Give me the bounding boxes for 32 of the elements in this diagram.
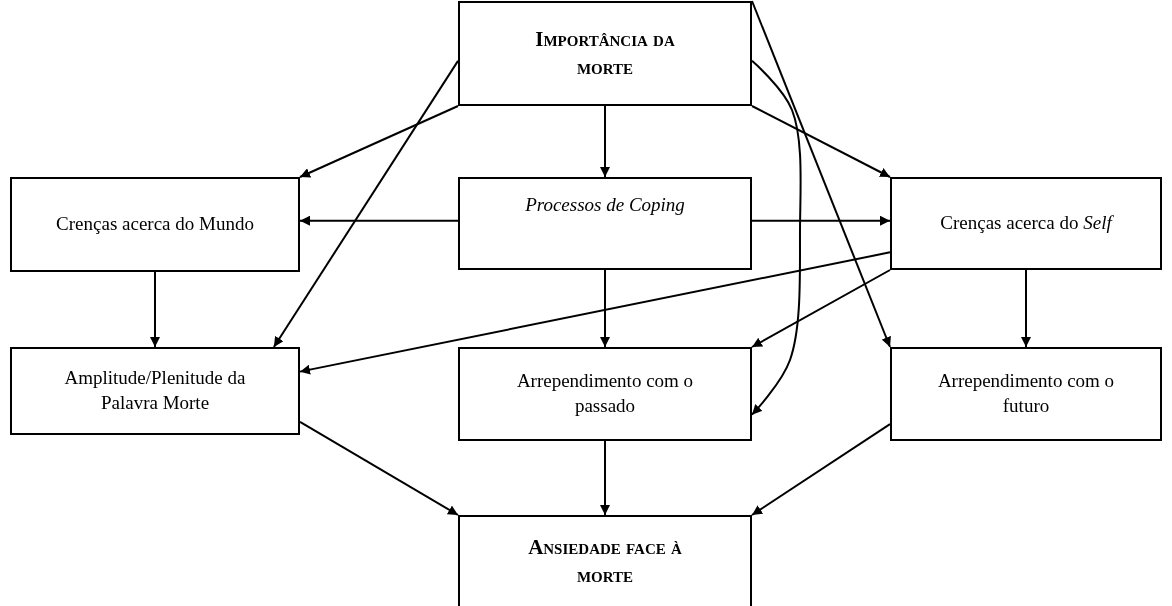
box-label: Crenças acerca do Self bbox=[940, 211, 1112, 236]
concept-box bbox=[458, 515, 752, 606]
arrow bbox=[299, 215, 459, 226]
concept-box bbox=[890, 347, 1162, 441]
concept-box bbox=[890, 177, 1162, 270]
concept-box bbox=[458, 347, 752, 441]
arrow bbox=[1021, 269, 1031, 348]
concept-box bbox=[10, 347, 300, 435]
arrow bbox=[299, 420, 459, 516]
arrow bbox=[299, 251, 891, 375]
arrow bbox=[751, 0, 891, 348]
arrow bbox=[299, 105, 459, 178]
concept-box bbox=[458, 1, 752, 106]
box-label: Arrependimento com o futuro bbox=[936, 369, 1116, 418]
box-label: Arrependimento com o passado bbox=[515, 369, 695, 418]
box-label: Processos de Coping bbox=[525, 193, 685, 217]
arrow bbox=[150, 271, 160, 348]
arrow bbox=[751, 215, 891, 226]
concept-box bbox=[458, 177, 752, 270]
box-label: Amplitude/Plenitude da Palavra Morte bbox=[63, 366, 247, 415]
arrow bbox=[600, 269, 610, 348]
box-label: Crenças acerca do Mundo bbox=[56, 212, 254, 237]
box-label: Importância da morte bbox=[534, 26, 676, 81]
arrow bbox=[751, 59, 802, 416]
arrow bbox=[272, 59, 459, 348]
arrow bbox=[751, 423, 891, 516]
concept-box bbox=[10, 177, 300, 272]
arrow bbox=[600, 440, 610, 516]
arrow bbox=[600, 105, 610, 178]
arrow bbox=[751, 105, 891, 178]
arrow bbox=[751, 269, 891, 348]
box-label: Ansiedade face à morte bbox=[527, 534, 683, 589]
